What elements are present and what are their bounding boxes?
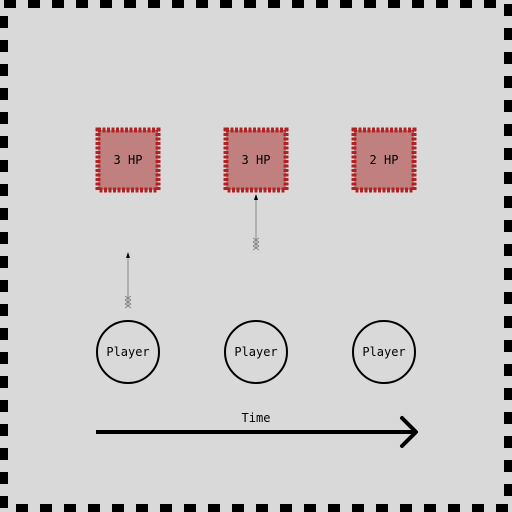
player-label-1: Player	[234, 345, 277, 359]
panel-2: 2 HP Player	[351, 127, 417, 384]
player-label-0: Player	[106, 345, 149, 359]
enemy-block-1	[223, 127, 289, 193]
panel-1: 3 HP Player	[223, 127, 289, 384]
player-0	[96, 320, 160, 384]
player-1	[224, 320, 288, 384]
player-label-2: Player	[362, 345, 405, 359]
enemy-block-2	[351, 127, 417, 193]
enemy-hp-label-2: 2 HP	[370, 153, 399, 167]
player-2	[352, 320, 416, 384]
panel-0: 3 HP Player	[95, 127, 161, 384]
enemy-hp-label-0: 3 HP	[114, 153, 143, 167]
arrow-projectile-icon	[252, 194, 260, 251]
arrow-projectile-icon	[124, 252, 132, 309]
time-label: Time	[242, 411, 271, 425]
timeline: Time	[96, 411, 418, 448]
enemy-hp-label-1: 3 HP	[242, 153, 271, 167]
enemy-block-0	[95, 127, 161, 193]
right-arrow-icon	[96, 416, 418, 448]
